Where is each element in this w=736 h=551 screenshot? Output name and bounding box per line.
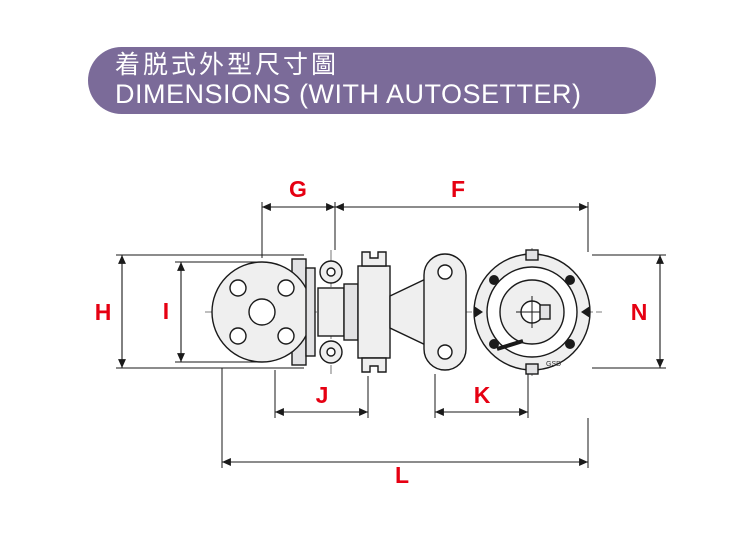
dim-label-j: J bbox=[316, 382, 329, 408]
dim-J: J bbox=[274, 370, 369, 418]
dim-L: L bbox=[221, 368, 589, 488]
dim-K: K bbox=[434, 374, 529, 418]
dim-label-n: N bbox=[631, 299, 648, 325]
dim-label-l: L bbox=[395, 462, 409, 488]
title-banner: 着脱式外型尺寸圖 DIMENSIONS (WITH AUTOSETTER) bbox=[88, 47, 656, 114]
dim-label-f: F bbox=[451, 176, 465, 202]
clamp-assembly bbox=[305, 251, 391, 373]
dim-F: F bbox=[335, 176, 589, 252]
left-flange bbox=[211, 258, 313, 366]
autosetter-body: GSD bbox=[473, 249, 591, 375]
dim-H: H bbox=[95, 254, 304, 369]
dim-label-i: I bbox=[163, 298, 169, 324]
title-chinese: 着脱式外型尺寸圖 bbox=[115, 51, 340, 80]
dim-N: N bbox=[592, 254, 666, 369]
bracket-flange bbox=[423, 253, 467, 371]
title-english: DIMENSIONS (WITH AUTOSETTER) bbox=[115, 79, 582, 110]
dim-G: G bbox=[261, 176, 336, 258]
dim-label-h: H bbox=[95, 299, 112, 325]
dim-label-k: K bbox=[474, 382, 491, 408]
dim-I: I bbox=[163, 261, 258, 363]
dim-label-g: G bbox=[289, 176, 307, 202]
body-brand-text: GSD bbox=[546, 361, 561, 368]
